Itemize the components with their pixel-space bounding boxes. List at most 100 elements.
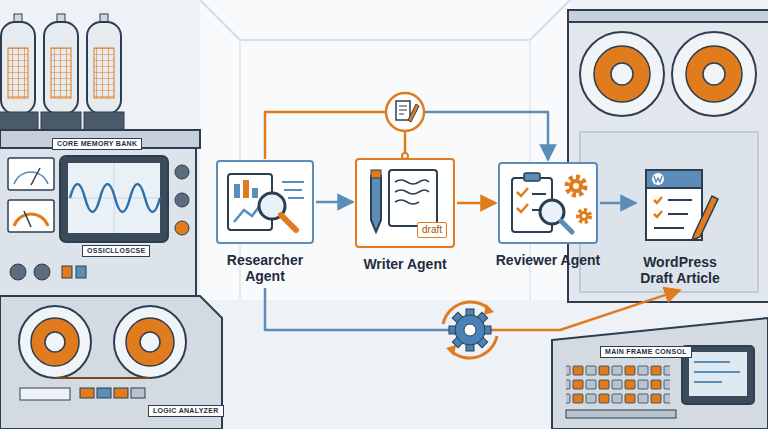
document-hub-icon-part xyxy=(396,101,410,120)
wordpress-node: WordPress Draft Article xyxy=(621,164,739,287)
core-memory-rack-part xyxy=(24,211,31,227)
core-memory-rack-part xyxy=(14,214,48,226)
connector-segment xyxy=(316,201,353,204)
reviewer-icon-part-part xyxy=(569,179,583,193)
agent-label: Writer Agent xyxy=(363,256,446,272)
connector-segment xyxy=(470,290,680,330)
writer-icon-part xyxy=(371,176,381,232)
wordpress-doc-icon-part xyxy=(654,176,662,182)
writer-node: draftWriter Agent xyxy=(348,158,462,273)
label-row: Researcher Agent xyxy=(206,244,324,285)
tape-deck-part xyxy=(45,332,65,352)
document-hub-icon-part xyxy=(404,131,407,155)
reviewer-icon-part xyxy=(578,210,590,222)
reviewer-icon-part xyxy=(524,173,540,181)
wordpress-doc-icon-part xyxy=(646,170,702,240)
mainframe-console xyxy=(552,318,768,429)
researcher-icon-part xyxy=(282,182,304,198)
equipment-plate: MAIN FRAME CONSOL xyxy=(600,346,692,358)
vacuum-tubes-part xyxy=(87,22,121,114)
tape-deck-part xyxy=(80,388,94,398)
connector-segment xyxy=(405,112,548,160)
connector-segment xyxy=(600,202,636,205)
document-hub-icon-part xyxy=(386,93,424,131)
mainframe-console-part xyxy=(682,346,754,404)
tape-deck-part xyxy=(140,332,160,352)
researcher-icon-part xyxy=(252,188,258,198)
wordpress-doc-icon-part xyxy=(654,200,692,228)
core-memory-rack-part xyxy=(10,264,26,280)
reviewer-icon-part xyxy=(561,221,572,232)
core-memory-rack-part xyxy=(31,168,40,185)
writer-icon-part xyxy=(371,170,381,178)
core-memory-rack-part xyxy=(34,264,50,280)
equipment-plate: LOGIC ANALYZER xyxy=(148,405,224,417)
tape-cabinet-part xyxy=(672,32,756,116)
label-row: WordPress Draft Article xyxy=(621,246,739,287)
icon-box xyxy=(638,164,722,246)
core-memory-rack-part xyxy=(76,266,86,278)
core-memory-rack-part xyxy=(175,221,189,235)
researcher-icon xyxy=(218,162,316,246)
agent-label: Researcher Agent xyxy=(210,252,320,284)
document-hub-icon xyxy=(386,93,424,159)
label-row: Writer Agent xyxy=(348,248,462,273)
equipment-plate: CORE MEMORY BANK xyxy=(52,138,142,150)
icon-box xyxy=(216,160,314,244)
cycle-gear xyxy=(443,302,497,358)
cycle-gear-part xyxy=(484,304,494,315)
mainframe-console-part xyxy=(566,410,676,418)
writer-icon-part xyxy=(395,180,429,204)
room-part xyxy=(170,300,600,429)
researcher-icon-part xyxy=(234,184,240,198)
tape-cabinet-part xyxy=(580,132,758,292)
tape-deck-part xyxy=(55,377,150,379)
tape-deck-part xyxy=(114,306,186,378)
tape-deck-part xyxy=(20,388,70,400)
connector-segment xyxy=(265,112,405,159)
vacuum-tubes-part xyxy=(44,22,78,114)
agent-label: Reviewer Agent xyxy=(496,252,601,268)
tape-deck-part xyxy=(126,318,174,366)
tape-deck-part xyxy=(114,388,128,398)
flow-connector xyxy=(316,202,353,203)
mainframe-console-part xyxy=(552,318,768,429)
wordpress-doc-icon-part xyxy=(654,197,662,217)
researcher-node: Researcher Agent xyxy=(206,160,324,285)
core-memory-rack-part xyxy=(68,163,160,233)
core-memory-rack xyxy=(0,130,200,296)
reviewer-icon-part-part xyxy=(567,177,585,195)
mainframe-console-part xyxy=(689,352,747,396)
vacuum-tubes-part xyxy=(51,48,71,98)
wordpress-doc-icon-part xyxy=(646,170,702,188)
cycle-gear-part xyxy=(446,345,456,356)
reviewer-icon-part-part xyxy=(578,210,590,222)
tape-cabinet-part xyxy=(611,63,633,85)
cycle-gear-part xyxy=(449,309,491,351)
researcher-icon-part xyxy=(243,180,249,198)
vacuum-tubes-part xyxy=(8,48,28,98)
wordpress-doc-icon-part xyxy=(652,173,664,185)
writer-icon-part xyxy=(389,170,437,226)
vacuum-tubes-part xyxy=(94,48,114,98)
draft-tag: draft xyxy=(417,222,447,238)
tape-cabinet-part xyxy=(568,10,768,22)
vacuum-tubes-part xyxy=(1,22,35,114)
tape-deck-part xyxy=(31,318,79,366)
document-hub-icon-part xyxy=(399,106,407,114)
agent-label: WordPress Draft Article xyxy=(625,254,735,286)
icon-box xyxy=(498,162,598,244)
reviewer-icon-part xyxy=(517,188,528,212)
core-memory-rack-part xyxy=(68,163,160,233)
reviewer-icon-part-part xyxy=(579,211,589,221)
core-memory-rack-part xyxy=(175,193,189,207)
reviewer-icon xyxy=(500,164,600,246)
mainframe-console-part xyxy=(566,362,670,404)
vacuum-tubes xyxy=(0,14,124,132)
label-row: Reviewer Agent xyxy=(491,244,605,269)
researcher-icon-part xyxy=(281,215,296,230)
room-part xyxy=(200,0,570,40)
